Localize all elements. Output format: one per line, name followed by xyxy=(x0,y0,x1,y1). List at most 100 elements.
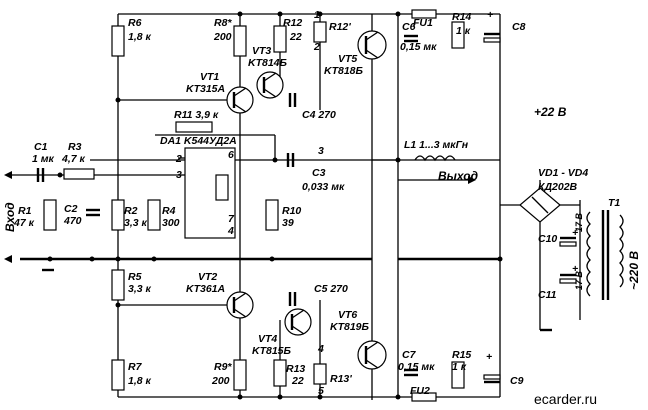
transistor-vt3 xyxy=(256,71,284,99)
label-r3: R3 xyxy=(68,141,82,153)
label-17v-bottom: 17 B xyxy=(574,270,584,290)
label-c1: C1 xyxy=(34,141,48,153)
resistors xyxy=(43,9,465,402)
label-vt2: VT2 xyxy=(198,271,217,283)
capacitor-c9 xyxy=(483,374,501,384)
ground-arrow-icon xyxy=(4,255,12,263)
inductor-l1 xyxy=(414,155,456,162)
transistors xyxy=(226,30,387,370)
label-c7: C7 xyxy=(402,349,417,361)
node-2: 2 xyxy=(313,41,320,53)
transistor-vt2 xyxy=(226,291,254,319)
label-r2: R2 xyxy=(124,205,138,217)
labels: R6 1,8 к R8* 200 R12 22 R12' 1 2 FU1 C6 … xyxy=(3,9,641,407)
label-t1: T1 xyxy=(608,197,620,209)
plus-c9: + xyxy=(486,351,492,363)
resistor-r7 xyxy=(111,359,125,391)
fuse-fu1 xyxy=(411,9,437,19)
label-c11: C11 xyxy=(538,289,557,301)
value-r5: 3,3 к xyxy=(128,283,152,295)
label-vt5: VT5 xyxy=(338,53,357,65)
resistor-r3 xyxy=(63,168,95,180)
label-c6: C6 xyxy=(402,21,416,33)
label-c2: C2 xyxy=(64,203,78,215)
value-r7: 1,8 к xyxy=(128,375,152,387)
node-4: 4 xyxy=(317,343,324,355)
label-vt4: VT4 xyxy=(258,333,277,345)
value-c3: 0,033 мк xyxy=(302,181,345,193)
watermark: ecarder.ru xyxy=(534,391,597,407)
resistor-r13 xyxy=(273,359,287,387)
value-r2: 3,3 к xyxy=(124,217,148,229)
capacitor-c10 xyxy=(559,236,577,247)
opamp-da1 xyxy=(178,147,236,239)
label-l1: L1 1...3 мкГн xyxy=(404,139,469,151)
type-vt3: KT814Б xyxy=(248,57,288,69)
label-r6: R6 xyxy=(128,17,142,29)
label-c4: C4 270 xyxy=(302,109,336,121)
value-r13: 22 xyxy=(291,375,304,387)
label-220v: ~220 B xyxy=(627,251,641,290)
label-fu1: FU1 xyxy=(413,17,433,29)
capacitor-c6 xyxy=(404,34,418,43)
resistor-r4 xyxy=(147,199,161,231)
node-3: 3 xyxy=(318,145,324,157)
label-da1: DA1 K544УД2A xyxy=(160,135,237,147)
capacitor-c5 xyxy=(288,292,297,306)
value-c7: 0,15 мк xyxy=(398,361,435,373)
plus-c10: + xyxy=(572,227,578,239)
label-vt1: VT1 xyxy=(200,71,219,83)
value-r10: 39 xyxy=(282,217,294,229)
pin-6: 6 xyxy=(228,149,234,161)
value-r8: 200 xyxy=(213,31,232,43)
label-vt3: VT3 xyxy=(252,45,271,57)
label-r1: R1 xyxy=(18,205,32,217)
label-r4: R4 xyxy=(162,205,176,217)
fuse-fu2 xyxy=(411,392,437,402)
label-c9: C9 xyxy=(510,375,524,387)
resistor-r5 xyxy=(111,269,125,301)
transistor-vt4 xyxy=(284,308,312,336)
label-c3: C3 xyxy=(312,167,326,179)
transistor-vt6 xyxy=(357,340,387,370)
resistor-r11 xyxy=(175,121,213,133)
capacitor-c11 xyxy=(559,273,577,284)
value-r1: 47 к xyxy=(13,217,35,229)
value-r4: 300 xyxy=(162,217,180,229)
capacitor-c2 xyxy=(86,208,100,217)
plus-c11: + xyxy=(572,263,578,275)
label-r9: R9* xyxy=(214,361,232,373)
resistor-r10 xyxy=(265,199,279,231)
type-vt5: KT818Б xyxy=(324,65,364,77)
node-1: 1 xyxy=(314,9,320,21)
label-r15: R15 xyxy=(452,349,471,361)
capacitors xyxy=(36,32,577,384)
capacitor-c8 xyxy=(483,32,501,43)
resistor-r14 xyxy=(451,21,465,49)
resistor-r15 xyxy=(451,361,465,389)
label-r12s: R12' xyxy=(329,21,351,33)
junctions xyxy=(47,11,503,400)
bridge-rectifier xyxy=(519,187,561,223)
type-vt2: KT361A xyxy=(186,283,225,295)
pin-3: 3 xyxy=(176,169,182,181)
label-vd: VD1 - VD4 xyxy=(538,167,588,179)
type-vt1: KT315A xyxy=(186,83,225,95)
resistor-r12 xyxy=(273,25,287,53)
label-fu2: FU2 xyxy=(410,385,430,397)
resistor-r2 xyxy=(111,199,125,231)
value-r12: 22 xyxy=(289,31,302,43)
resistor-r6 xyxy=(111,25,125,57)
arrows xyxy=(4,171,552,332)
capacitor-c7 xyxy=(404,368,418,377)
value-r14: 1 к xyxy=(456,25,471,37)
label-r12: R12 xyxy=(283,17,302,29)
resistor-r13s xyxy=(313,363,327,385)
value-c6: 0,15 мк xyxy=(400,41,437,53)
input-arrow-icon xyxy=(4,171,12,179)
value-c1: 1 мк xyxy=(32,153,55,165)
type-vt6: KT819Б xyxy=(330,321,370,333)
resistor-r12s xyxy=(313,21,327,43)
value-r9: 200 xyxy=(211,375,230,387)
type-vd: КД202В xyxy=(538,181,578,193)
